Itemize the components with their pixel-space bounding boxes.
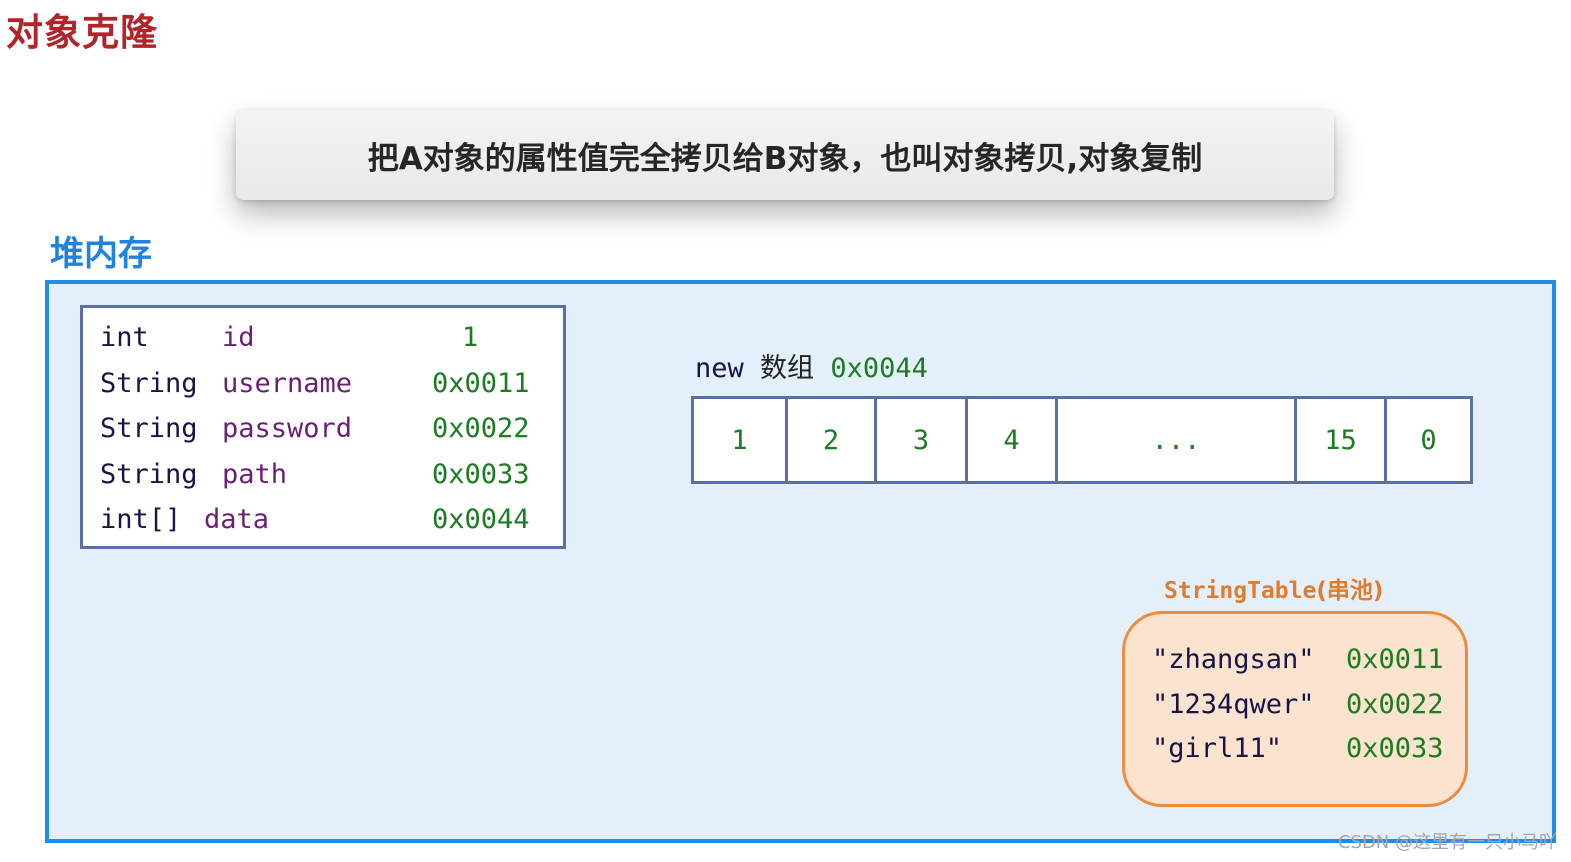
array-address: 0x0044 <box>830 353 928 384</box>
string-table-box: "zhangsan" 0x0011 "1234qwer" 0x0022 "gir… <box>1122 611 1468 807</box>
field-value: 0x0044 <box>432 504 530 535</box>
string-address: 0x0011 <box>1346 644 1444 675</box>
definition-banner: 把A对象的属性值完全拷贝给B对象，也叫对象拷贝,对象复制 <box>236 110 1334 200</box>
watermark: CSDN @这里有一只小马吖 <box>1337 832 1557 853</box>
field-value: 0x0033 <box>432 459 530 490</box>
array-cell: ... <box>1058 399 1297 481</box>
definition-text: 把A对象的属性值完全拷贝给B对象，也叫对象拷贝,对象复制 <box>367 140 1203 177</box>
string-literal: "1234qwer" <box>1152 689 1315 720</box>
field-name: data <box>204 504 270 535</box>
array-cell: 3 <box>877 399 968 481</box>
array-cell: 4 <box>968 399 1058 481</box>
array-label-cn: 数组 <box>760 353 815 384</box>
string-literal: "zhangsan" <box>1152 644 1315 675</box>
string-entry: "zhangsan" 0x0011 <box>1152 644 1462 684</box>
heap-memory-label: 堆内存 <box>50 234 152 274</box>
array-cell: 0 <box>1420 424 1437 456</box>
field-row: String username 0x0011 <box>100 368 560 408</box>
field-name: password <box>222 413 353 444</box>
string-entry: "1234qwer" 0x0022 <box>1152 689 1462 729</box>
string-literal: "girl11" <box>1152 733 1283 764</box>
field-type: int <box>100 322 149 353</box>
field-name: username <box>222 368 353 399</box>
string-table-title-cn: (串池) <box>1316 578 1384 604</box>
field-value: 0x0022 <box>432 413 530 444</box>
field-type: int[] <box>100 504 182 535</box>
array-new-keyword: new <box>695 353 744 384</box>
array-cell: 15 <box>1297 399 1387 481</box>
field-value: 0x0011 <box>432 368 530 399</box>
field-value: 1 <box>462 322 479 353</box>
array-cell: 1 <box>694 399 788 481</box>
field-type: String <box>100 413 198 444</box>
field-type: String <box>100 459 198 490</box>
field-type: String <box>100 368 198 399</box>
field-name: id <box>222 322 255 353</box>
string-table-title: StringTable(串池) <box>1164 571 1383 605</box>
field-row: int[] data 0x0044 <box>100 504 560 544</box>
slide-title: 对象克隆 <box>6 11 158 54</box>
string-entry: "girl11" 0x0033 <box>1152 733 1462 773</box>
field-row: String password 0x0022 <box>100 413 560 453</box>
array-box: 1 2 3 4 ... 15 0 <box>691 396 1473 484</box>
string-address: 0x0022 <box>1346 689 1444 720</box>
array-label: new 数组 0x0044 <box>695 346 928 385</box>
field-row: String path 0x0033 <box>100 459 560 499</box>
array-cell: 2 <box>788 399 877 481</box>
object-box: int id 1 String username 0x0011 String p… <box>80 305 566 549</box>
string-address: 0x0033 <box>1346 733 1444 764</box>
field-name: path <box>222 459 288 490</box>
field-row: int id 1 <box>100 322 560 362</box>
string-table-title-code: StringTable <box>1164 578 1317 604</box>
